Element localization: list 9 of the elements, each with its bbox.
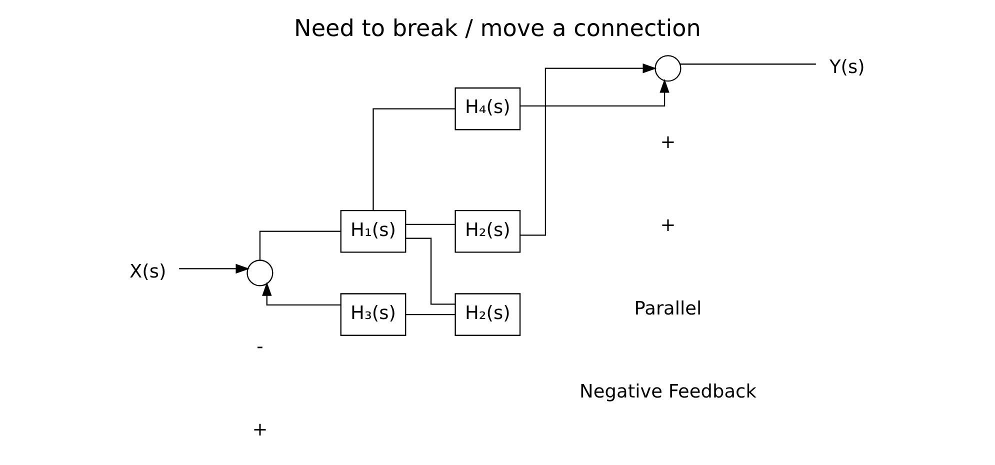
label: Parallel [634, 298, 702, 320]
diagram-title: Need to break / move a connection [294, 16, 701, 42]
node-text: Y(s) [829, 56, 865, 78]
label: + [660, 132, 676, 153]
label: Negative Feedback [580, 382, 756, 403]
label: + [252, 420, 268, 441]
label: + [660, 215, 676, 236]
node-text: X(s) [129, 261, 166, 282]
label: - [256, 336, 264, 358]
